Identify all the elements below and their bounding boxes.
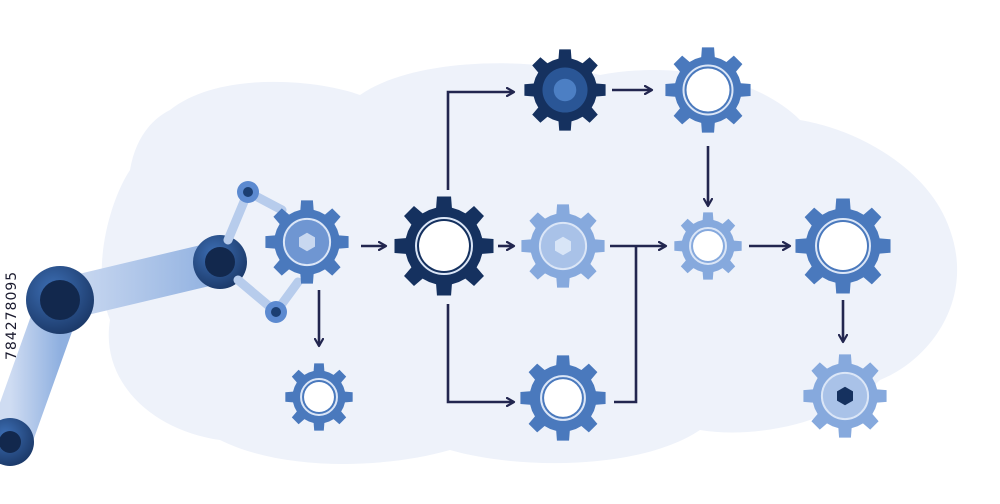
arrow-hub-to-bottom bbox=[446, 304, 514, 402]
arrow-hub-to-top bbox=[446, 92, 514, 190]
gear-hub-hole bbox=[304, 382, 334, 412]
gear-hub-ring bbox=[689, 227, 727, 265]
gear-hex-nut bbox=[837, 386, 853, 406]
gear-hub-hole bbox=[419, 221, 469, 271]
gear-hex-nut bbox=[555, 236, 571, 256]
gear-top-right-icon bbox=[665, 47, 751, 133]
gear-hub-ring bbox=[815, 218, 871, 274]
gear-hub-icon bbox=[394, 196, 494, 296]
gear-hub-hole bbox=[693, 231, 723, 261]
gear-held-icon bbox=[265, 200, 349, 284]
gear-hub-hole bbox=[819, 222, 867, 270]
gear-top-icon bbox=[524, 49, 606, 131]
gear-middle-icon bbox=[521, 204, 605, 288]
gear-hub-ring bbox=[300, 378, 338, 416]
gear-hub-ring bbox=[540, 375, 586, 421]
gear-merge-icon bbox=[674, 212, 742, 280]
stock-image-id: 784278095 bbox=[4, 270, 20, 360]
gear-final-icon bbox=[795, 198, 891, 294]
gear-hub-ring bbox=[682, 64, 734, 116]
gear-bottom-icon bbox=[520, 355, 606, 441]
gear-hex-nut bbox=[299, 232, 315, 252]
gear-hub-hole bbox=[544, 379, 582, 417]
gear-hub-hole bbox=[686, 68, 730, 112]
flow-arrows bbox=[319, 90, 843, 402]
gear-held-output-icon bbox=[285, 363, 353, 431]
robotic-arm bbox=[0, 181, 303, 466]
gear-hub-center bbox=[553, 78, 577, 102]
arrow-bottom-to-merge bbox=[614, 246, 638, 404]
gear-final-output-icon bbox=[803, 354, 887, 438]
gears-group bbox=[265, 47, 891, 441]
gear-hub-ring bbox=[415, 217, 473, 275]
